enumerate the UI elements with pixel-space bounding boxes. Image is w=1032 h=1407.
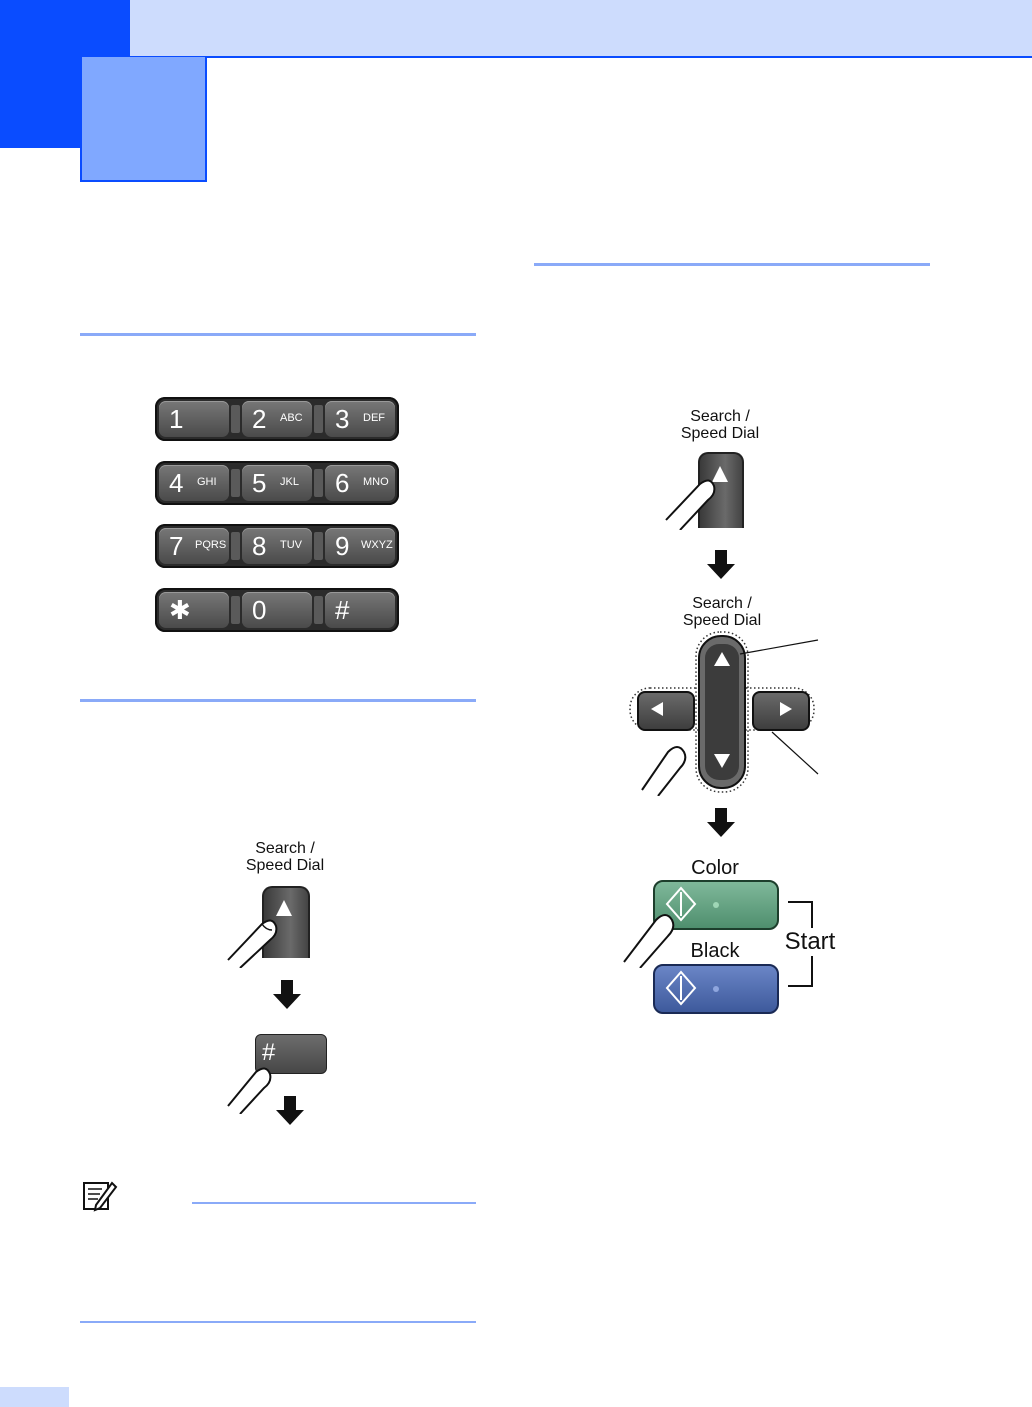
down-arrow-icon <box>707 550 735 579</box>
keypad-letters: MNO <box>363 475 389 488</box>
black-start-button[interactable] <box>653 964 779 1014</box>
chapter-tab <box>80 57 207 182</box>
nav-up-button[interactable] <box>705 644 739 676</box>
keypad-digit: 6 <box>335 467 350 498</box>
status-led <box>713 902 719 908</box>
left-arrow-icon <box>651 702 663 716</box>
keypad-digit: 4 <box>169 467 184 498</box>
keypad-digit: 9 <box>335 531 350 561</box>
search-speed-dial-label: Search / Speed Dial <box>230 840 340 874</box>
search-speed-dial-label-mid: Search / Speed Dial <box>667 595 777 629</box>
keypad-key-3[interactable]: 4 GHI <box>159 464 229 501</box>
keypad-separator <box>231 595 240 624</box>
keypad-digit: 1 <box>169 404 184 434</box>
up-arrow-icon <box>712 466 728 482</box>
callout-lines <box>739 639 819 775</box>
finger-press-icon <box>227 1067 272 1114</box>
keypad-key-8[interactable]: 9 WXYZ <box>325 528 395 564</box>
keypad-letters: ABC <box>280 412 303 424</box>
black-label: Black <box>690 940 740 962</box>
keypad-letters: PQRS <box>195 539 227 551</box>
keypad-separator <box>314 468 323 497</box>
note-rule-top <box>192 1202 476 1204</box>
keypad-digit: 0 <box>252 594 267 625</box>
down-arrow-icon <box>276 1096 304 1125</box>
right-arrow-icon <box>780 702 792 716</box>
search-speed-dial-label-top: Search / Speed Dial <box>665 408 775 442</box>
keypad-separator <box>231 468 240 497</box>
keypad-row: ✱ 0 # <box>155 587 399 632</box>
keypad-letters: TUV <box>280 539 302 551</box>
keypad-separator <box>314 405 323 433</box>
keypad-separator <box>231 532 240 560</box>
down-arrow-icon <box>273 980 301 1009</box>
keypad-row: 7 PQRS 8 TUV 9 WXYZ <box>155 524 399 568</box>
keypad-key-5[interactable]: 6 MNO <box>325 464 395 501</box>
keypad-row: 4 GHI 5 JKL 6 MNO <box>155 460 399 505</box>
keypad-letters: WXYZ <box>361 539 393 551</box>
keypad-separator <box>314 595 323 624</box>
search-label-line1: Search / <box>255 840 315 857</box>
nav-left-button[interactable] <box>637 691 695 731</box>
keypad-key-7[interactable]: 8 TUV <box>242 528 312 564</box>
down-arrow-icon <box>707 808 735 837</box>
keypad-key-11[interactable]: # <box>325 591 395 628</box>
keypad-key-1[interactable]: 2 ABC <box>242 401 312 437</box>
status-led <box>713 986 719 992</box>
start-label: Start <box>780 928 840 956</box>
navigation-pad <box>629 631 815 793</box>
finger-press-icon <box>227 919 278 968</box>
section-rule-keypad <box>80 333 476 336</box>
search-label-line2: Speed Dial <box>245 857 325 874</box>
search-label-line1: Search / <box>692 595 752 612</box>
nav-right-button[interactable] <box>752 691 810 731</box>
note-rule-bottom <box>80 1321 476 1323</box>
keypad-row: 1 2 ABC 3 DEF <box>155 397 399 441</box>
keypad-key-4[interactable]: 5 JKL <box>242 464 312 501</box>
page-tab <box>0 1387 69 1407</box>
keypad-letters: DEF <box>363 412 385 424</box>
keypad-key-9[interactable]: ✱ <box>159 591 229 628</box>
keypad-separator <box>314 532 323 560</box>
start-diamond-icon <box>665 970 697 1006</box>
keypad-digit: 3 <box>335 404 350 434</box>
nav-down-button[interactable] <box>705 744 739 776</box>
keypad-letters: JKL <box>280 475 299 488</box>
search-label-line1: Search / <box>690 408 750 425</box>
keypad-key-6[interactable]: 7 PQRS <box>159 528 229 564</box>
color-label: Color <box>691 857 739 879</box>
keypad-digit: 7 <box>169 531 184 561</box>
hash-key-button[interactable]: # <box>255 1034 327 1074</box>
section-rule-right-top <box>534 263 930 266</box>
keypad-separator <box>231 405 240 433</box>
keypad-digit: ✱ <box>169 594 191 625</box>
keypad-key-10[interactable]: 0 <box>242 591 312 628</box>
finger-press-icon <box>665 479 716 530</box>
finger-press-icon <box>623 914 675 968</box>
down-arrow-icon <box>714 754 730 768</box>
keypad-key-0[interactable]: 1 <box>159 401 229 437</box>
keypad-key-2[interactable]: 3 DEF <box>325 401 395 437</box>
keypad-digit: 8 <box>252 531 267 561</box>
search-label-line2: Speed Dial <box>680 425 760 442</box>
keypad-digit: 5 <box>252 467 267 498</box>
search-speed-dial-button[interactable] <box>262 886 310 958</box>
keypad-letters: GHI <box>197 475 217 488</box>
color-start-button[interactable] <box>653 880 779 930</box>
keypad-digit: # <box>335 594 350 625</box>
section-rule-search <box>80 699 476 702</box>
hash-key-label: # <box>262 1039 276 1066</box>
header-band <box>130 0 1032 58</box>
start-diamond-icon <box>665 886 697 922</box>
up-arrow-icon <box>714 652 730 666</box>
search-label-line2: Speed Dial <box>682 612 762 629</box>
keypad-digit: 2 <box>252 404 267 434</box>
finger-press-icon <box>641 746 687 796</box>
up-arrow-icon <box>276 900 292 916</box>
note-pencil-icon <box>82 1177 118 1213</box>
dial-keypad: 1 2 ABC 3 DEF 4 GHI 5 JKL 6 MNO 7 PQRS 8 TUV 9 WXYZ ✱ 0 # <box>155 397 399 633</box>
